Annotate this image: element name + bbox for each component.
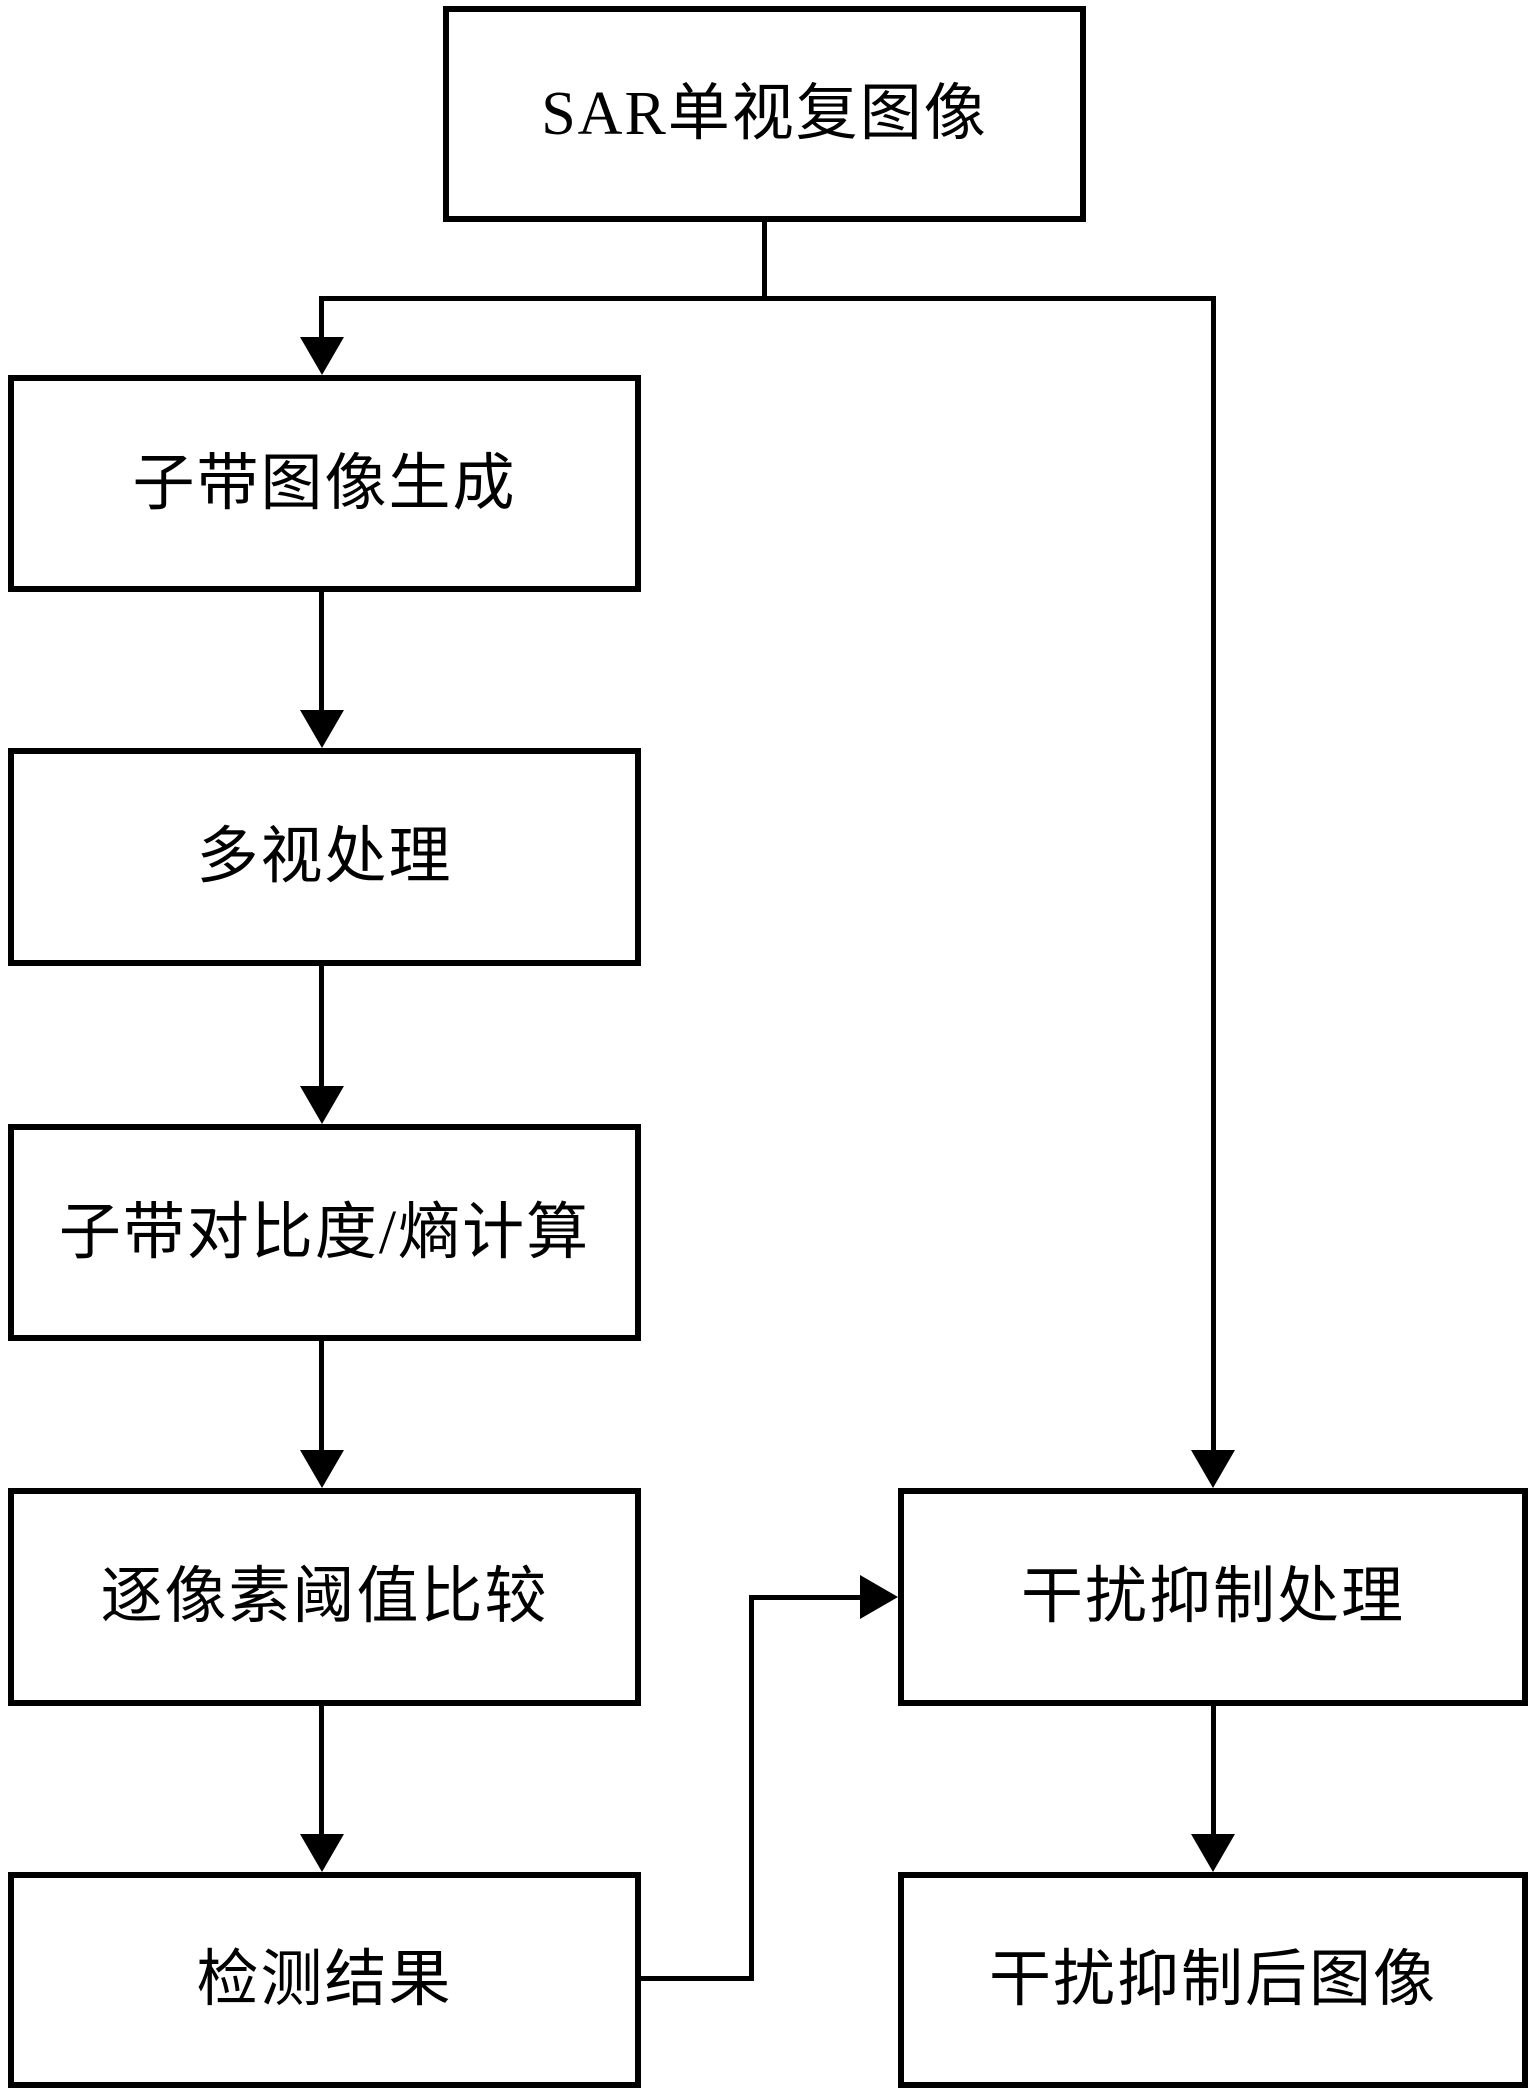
node-subband-image-generation: 子带图像生成 (8, 375, 641, 592)
node-label: 干扰抑制后图像 (988, 1946, 1437, 2014)
edge-contrast-to-threshold-shaft (319, 1341, 324, 1453)
arrowhead-down-icon (300, 1450, 344, 1488)
node-sar-slc-image: SAR单视复图像 (443, 6, 1086, 222)
arrowhead-down-icon (1191, 1450, 1235, 1488)
edge-suppress-to-output-shaft (1211, 1706, 1216, 1837)
node-label: 检测结果 (196, 1946, 453, 2014)
node-label: 子带图像生成 (132, 449, 517, 518)
edge-subband-to-multilook-shaft (319, 592, 324, 713)
edge-detect-to-suppress-h2 (749, 1595, 861, 1600)
node-label: SAR单视复图像 (541, 80, 988, 148)
edge-detect-to-suppress-h1 (637, 1976, 754, 1981)
node-interference-suppressed-image: 干扰抑制后图像 (898, 1872, 1528, 2088)
node-label: 多视处理 (196, 823, 453, 891)
node-interference-suppression-processing: 干扰抑制处理 (898, 1488, 1528, 1706)
node-multilook-processing: 多视处理 (8, 748, 641, 966)
edge-multilook-to-contrast-shaft (319, 966, 324, 1088)
node-subband-contrast-entropy-calculation: 子带对比度/熵计算 (8, 1124, 641, 1341)
arrowhead-down-icon (300, 1086, 344, 1124)
node-label: 子带对比度/熵计算 (58, 1198, 591, 1267)
node-pixelwise-threshold-comparison: 逐像素阈值比较 (8, 1488, 641, 1706)
edge-slc-stem (762, 222, 767, 301)
node-detection-result: 检测结果 (8, 1872, 641, 2088)
arrowhead-down-icon (300, 710, 344, 748)
arrowhead-down-icon (1191, 1834, 1235, 1872)
edge-split-bar (319, 296, 1216, 301)
edge-detect-to-suppress-v (749, 1595, 754, 1981)
edge-slc-to-suppress-shaft (1211, 296, 1216, 1453)
node-label: 干扰抑制处理 (1020, 1563, 1405, 1631)
arrowhead-down-icon (300, 1834, 344, 1872)
edge-slc-to-subband-shaft (319, 296, 324, 341)
arrowhead-right-icon (860, 1575, 898, 1619)
arrowhead-down-icon (300, 337, 344, 375)
node-label: 逐像素阈值比较 (100, 1563, 549, 1631)
edge-threshold-to-detect-shaft (319, 1706, 324, 1837)
